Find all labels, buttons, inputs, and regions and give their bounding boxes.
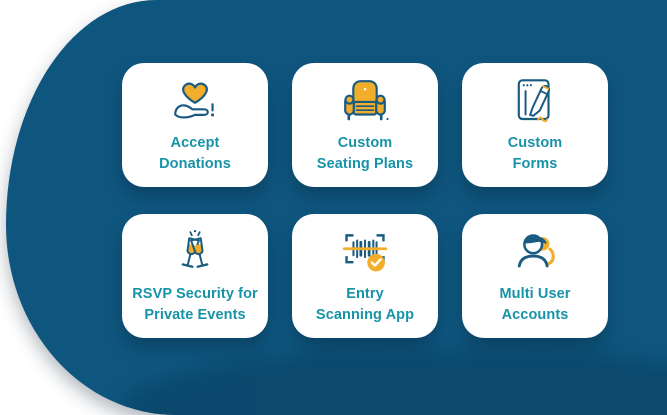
label-line: Seating Plans — [316, 155, 414, 172]
label-line: RSVP Security for — [132, 285, 258, 302]
form-pen-icon — [508, 76, 562, 126]
label-line: Entry — [346, 285, 384, 302]
label-line: Accept — [170, 134, 220, 151]
hand-heart-icon — [168, 76, 222, 126]
label-line: Custom — [507, 134, 563, 151]
label-line: Donations — [159, 155, 231, 172]
label-line: Forms — [512, 155, 558, 172]
bottom-shadow — [121, 352, 667, 415]
label-line: Accounts — [501, 306, 569, 323]
barcode-scan-icon — [337, 227, 393, 277]
champagne-glasses-icon — [168, 227, 222, 277]
multi-user-icon — [508, 227, 562, 277]
label-line: Custom — [337, 134, 393, 151]
armchair-icon — [338, 76, 392, 126]
label-line: Scanning App — [315, 306, 415, 323]
label-line: Private Events — [144, 306, 246, 323]
label-line: Multi User — [499, 285, 571, 302]
